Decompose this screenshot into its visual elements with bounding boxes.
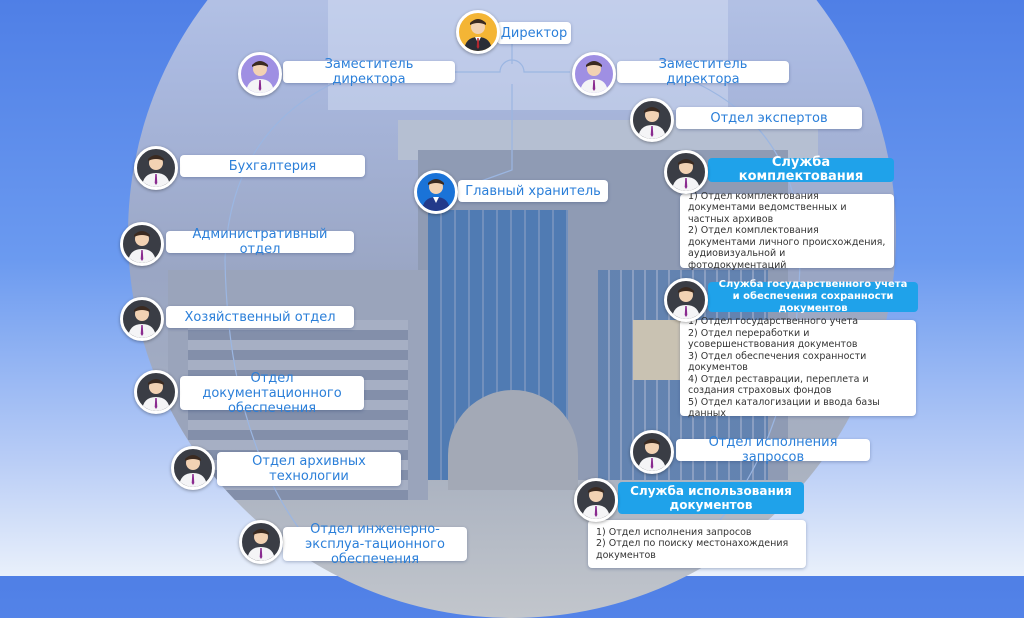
- deputy-right-label: Заместитель директора: [617, 57, 789, 87]
- sky-area: [328, 0, 728, 110]
- usage-avatar-icon: [574, 478, 618, 522]
- acquisition-avatar-icon: [664, 150, 708, 194]
- director-avatar-icon: [456, 10, 500, 54]
- administrative-avatar-icon: [120, 222, 164, 266]
- usage-item: 1) Отдел исполнения запросов: [596, 526, 752, 538]
- engineering-avatar-icon: [239, 520, 283, 564]
- acquisition-title: Служба комплектования: [708, 156, 894, 184]
- building-arch: [448, 390, 578, 490]
- state-accounting-avatar-icon: [664, 278, 708, 322]
- accounting-avatar-icon: [134, 146, 178, 190]
- chief-keeper-avatar-icon: [414, 170, 458, 214]
- deputy-right-avatar-icon: [572, 52, 616, 96]
- state-accounting-title: Служба государственного учета и обеспече…: [708, 279, 918, 314]
- director-label: Директор: [497, 22, 571, 44]
- acquisition-item: 1) Отдел комплектования документами ведо…: [688, 190, 847, 225]
- state-accounting-item: 4) Отдел реставрации, переплета и создан…: [688, 373, 869, 397]
- acquisition-details: 1) Отдел комплектования документами ведо…: [680, 190, 894, 271]
- requests-avatar-icon: [630, 430, 674, 474]
- state-accounting-item: 2) Отдел переработки и усовершенствовани…: [688, 327, 858, 351]
- keeper-connector: [469, 84, 513, 186]
- archive-tech-label: Отдел архивных технологии: [217, 452, 401, 486]
- usage-title: Служба использования документов: [618, 482, 804, 514]
- household-avatar-icon: [120, 297, 164, 341]
- engineering-label: Отдел инженерно-эксплуа-тационного обесп…: [283, 522, 467, 567]
- administrative-label: Административный отдел: [166, 227, 354, 257]
- requests-label: Отдел исполнения запросов: [676, 435, 870, 465]
- household-label: Хозяйственный отдел: [166, 306, 354, 328]
- experts-label: Отдел экспертов: [676, 107, 862, 129]
- archive-tech-avatar-icon: [171, 446, 215, 490]
- deputy-left-label: Заместитель директора: [283, 57, 455, 87]
- deputy-left-avatar-icon: [238, 52, 282, 96]
- state-accounting-item: 1) Отдел государственного учета: [688, 316, 859, 328]
- usage-details: 1) Отдел исполнения запросов 2) Отдел по…: [588, 520, 806, 568]
- documentation-label: Отдел документационного обеспечения: [180, 371, 364, 416]
- chief-keeper-label: Главный хранитель: [458, 180, 608, 202]
- state-accounting-details: 1) Отдел государственного учета 2) Отдел…: [680, 316, 916, 419]
- accounting-label: Бухгалтерия: [180, 155, 365, 177]
- experts-avatar-icon: [630, 98, 674, 142]
- state-accounting-item: 3) Отдел обеспечения сохранности докумен…: [688, 350, 867, 374]
- documentation-avatar-icon: [134, 370, 178, 414]
- acquisition-item: 2) Отдел комплектования документами личн…: [688, 225, 886, 271]
- state-accounting-item: 5) Отдел каталогизации и ввода базы данн…: [688, 396, 880, 420]
- usage-item: 2) Отдел по поиску местонахождения докум…: [596, 538, 789, 561]
